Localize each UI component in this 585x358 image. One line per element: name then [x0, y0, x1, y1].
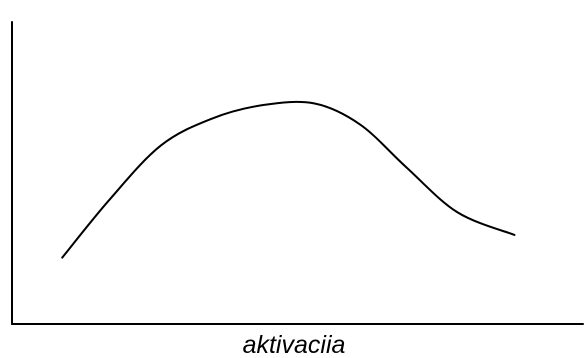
- x-axis-label: aktivaciia: [243, 331, 346, 358]
- series-layer: [61, 100, 516, 259]
- series-line-0: [61, 100, 516, 259]
